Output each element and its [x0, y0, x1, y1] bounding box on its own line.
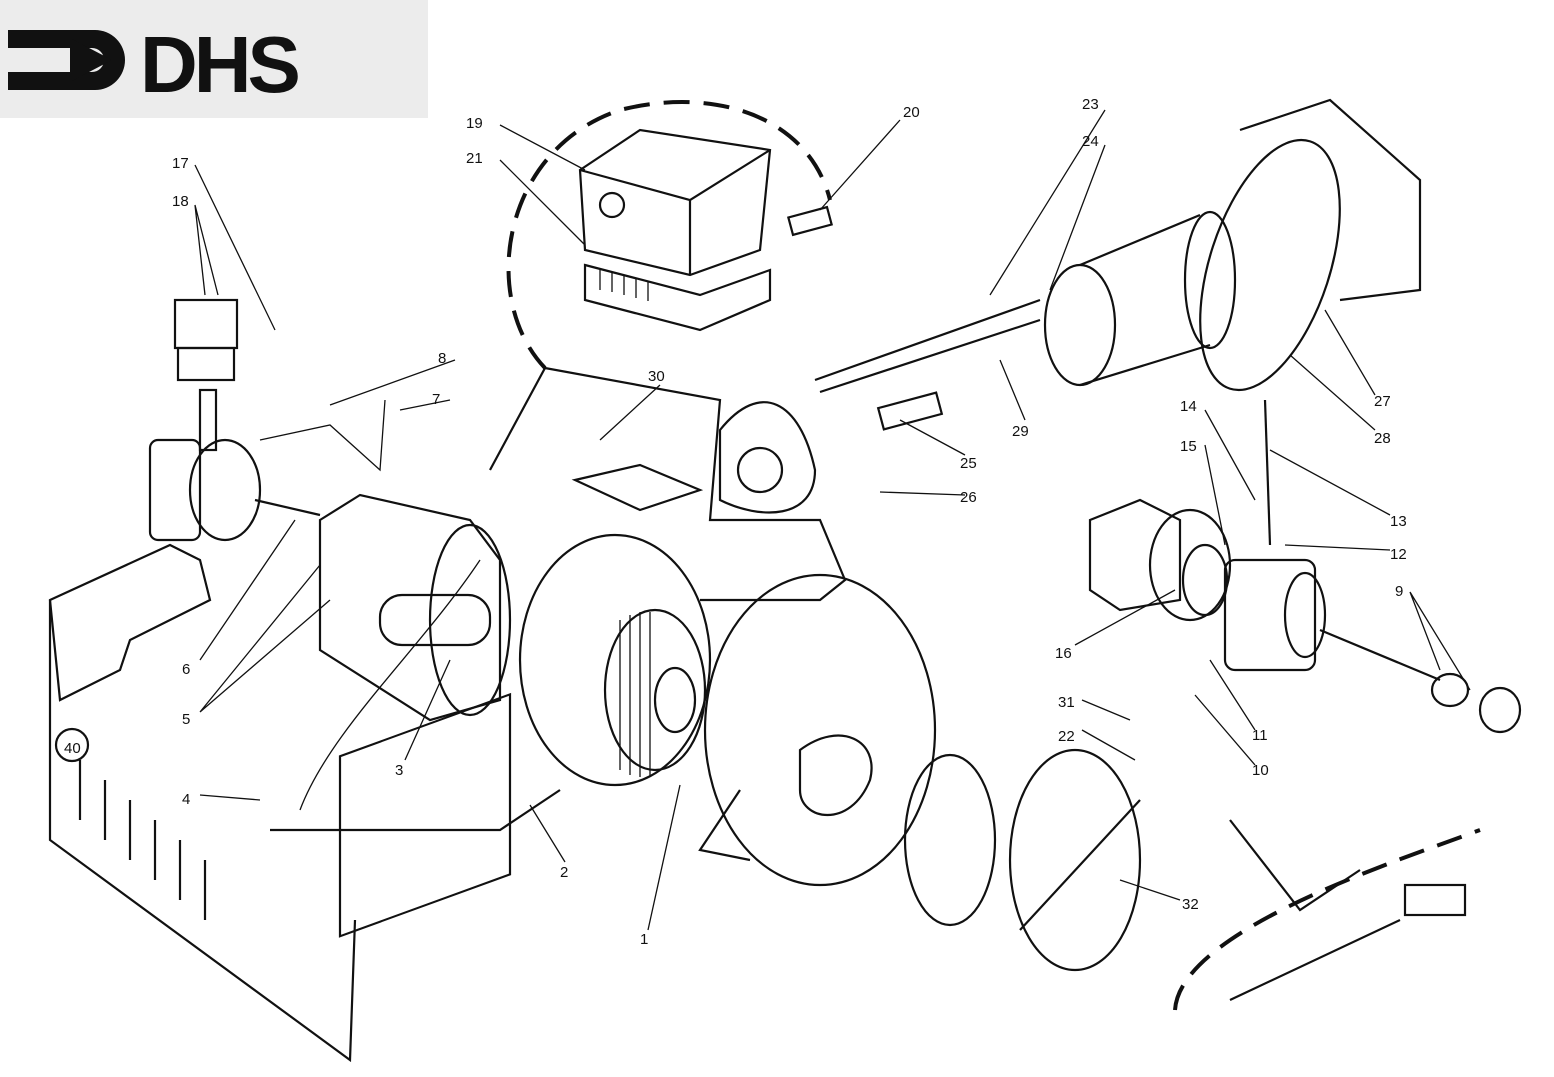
- part-label-12: 12: [1390, 546, 1407, 563]
- part-label-6: 6: [182, 661, 190, 678]
- part-label-7: 7: [432, 391, 440, 408]
- part-label-13: 13: [1390, 513, 1407, 530]
- part-label-23: 23: [1082, 96, 1099, 113]
- plug-20: [787, 205, 833, 237]
- burner-housing: [489, 366, 847, 602]
- part-number-labels: 1920211718232487302925262728141513129166…: [64, 96, 1407, 948]
- arrow-head-icon: [70, 38, 112, 82]
- part-label-19: 19: [466, 115, 483, 132]
- part-label-15: 15: [1180, 438, 1197, 455]
- part-label-2: 2: [560, 864, 568, 881]
- burner-cover: [48, 543, 512, 1063]
- part-label-11: 11: [1252, 727, 1268, 744]
- ignition-cable: [270, 559, 561, 832]
- control-box-dashed-outline: [506, 100, 832, 370]
- part-label-14: 14: [1180, 398, 1197, 415]
- part-label-4: 4: [182, 791, 190, 808]
- part-label-40: 40: [64, 740, 81, 757]
- part-label-21: 21: [466, 150, 483, 167]
- part-label-24: 24: [1082, 133, 1099, 150]
- blast-tube: [814, 210, 1237, 431]
- part-label-26: 26: [960, 489, 977, 506]
- part-label-3: 3: [395, 762, 403, 779]
- part-label-32: 32: [1182, 896, 1199, 913]
- part-label-29: 29: [1012, 423, 1029, 440]
- fan-wheel: [518, 533, 712, 787]
- flange-gasket: [1199, 98, 1422, 392]
- air-damper: [903, 748, 1142, 972]
- part-label-18: 18: [172, 193, 189, 210]
- control-box: [578, 128, 772, 332]
- svg-text:DHS: DHS: [140, 20, 299, 109]
- part-label-16: 16: [1055, 645, 1072, 662]
- part-label-28: 28: [1374, 430, 1391, 447]
- motor: [318, 493, 512, 722]
- part-label-30: 30: [648, 368, 665, 385]
- logo-area: DHS: [0, 0, 428, 118]
- part-label-20: 20: [903, 104, 920, 121]
- electrode-assembly: [1173, 819, 1481, 1011]
- oil-pump-right: [1088, 399, 1522, 734]
- part-label-25: 25: [960, 455, 977, 472]
- solenoid-valve: [173, 298, 239, 452]
- arrow-logo-icon: [8, 30, 125, 90]
- part-label-17: 17: [172, 155, 189, 172]
- part-label-5: 5: [182, 711, 190, 728]
- part-label-1: 1: [640, 931, 648, 948]
- part-label-8: 8: [438, 350, 446, 367]
- part-label-31: 31: [1058, 694, 1075, 711]
- leader-lines: [194, 109, 1471, 931]
- part-label-9: 9: [1395, 583, 1403, 600]
- dhs-logo: DHS: [8, 20, 303, 109]
- part-label-22: 22: [1058, 728, 1075, 745]
- air-inlet-casing: [698, 573, 937, 887]
- part-label-27: 27: [1374, 393, 1391, 410]
- part-label-10: 10: [1252, 762, 1269, 779]
- oil-pump-left: [148, 399, 386, 542]
